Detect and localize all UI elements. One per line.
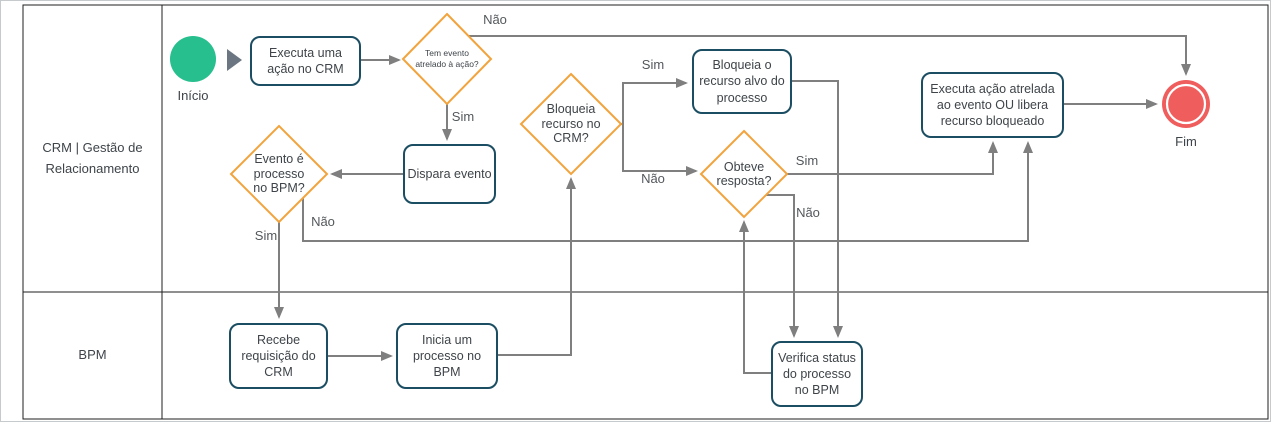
- edge-tem-evento-nao-to-fim: [468, 35, 1191, 76]
- task-bloqueia-alvo: Bloqueia o recurso alvo do processo: [692, 49, 792, 114]
- lane-label-crm: CRM | Gestão de Relacionamento: [42, 140, 143, 176]
- edge-label-evento-processo-nao: Não: [311, 214, 335, 229]
- task-inicia-processo: Inicia um processo no BPM: [396, 323, 498, 389]
- task-executa-atrelada: Executa ação atrelada ao evento OU liber…: [921, 72, 1064, 138]
- edge-label-obteve-sim: Sim: [795, 153, 819, 168]
- gateway-bloqueia-recurso-label: Bloqueia recurso no CRM?: [541, 102, 601, 146]
- edge-obteve-sim-to-executa-atrelada: [787, 141, 998, 175]
- edge-evento-processo-nao-to-executa-atrelada: [302, 141, 1033, 242]
- gateway-obteve-resposta-shape: [699, 129, 789, 219]
- edge-bloqueia-recurso-nao-to-obteve: [621, 123, 698, 176]
- start-event-label: Início: [177, 88, 209, 103]
- edge-bloqueia-recurso-sim-to-bloqueia-alvo: [621, 78, 688, 125]
- play-triangle-icon: [227, 49, 242, 71]
- edge-label-obteve-nao: Não: [796, 205, 820, 220]
- edge-verifica-to-obteve: [739, 220, 771, 374]
- edge-label-bloqueia-recurso-nao: Não: [641, 171, 665, 186]
- edge-obteve-nao-to-verifica: [766, 194, 799, 338]
- gateway-tem-evento-shape: [401, 12, 493, 106]
- task-executa-acao: Executa uma ação no CRM: [250, 36, 361, 86]
- edge-bloqueia-alvo-to-verifica: [791, 80, 843, 338]
- start-event-circle: [170, 36, 216, 82]
- gateway-evento-processo-label: Evento é processo no BPM?: [253, 152, 305, 196]
- edge-label-tem-evento-nao: Não: [483, 12, 507, 27]
- end-event-circle: [1162, 80, 1210, 128]
- task-recebe-requisicao: Recebe requisição do CRM: [229, 323, 328, 389]
- task-dispara-evento: Dispara evento: [403, 144, 496, 204]
- gateway-tem-evento-label: Tem evento atrelado à ação?: [415, 48, 479, 69]
- gateway-evento-processo-shape: [229, 124, 329, 224]
- edge-label-tem-evento-sim: Sim: [451, 109, 475, 124]
- lane-label-bpm: BPM: [78, 346, 107, 362]
- pool-border: [22, 4, 1269, 420]
- gateway-bloqueia-recurso-shape: [519, 72, 623, 176]
- end-event-label: Fim: [1175, 134, 1197, 149]
- edge-inicia-to-bloqueia-recurso: [498, 177, 576, 356]
- task-verifica-status: Verifica status do processo no BPM: [771, 341, 863, 407]
- gateway-obteve-resposta-label: Obteve resposta?: [716, 159, 772, 188]
- end-event-inner-ring: [1165, 83, 1207, 125]
- edge-label-evento-processo-sim: Sim: [254, 228, 278, 243]
- edge-label-bloqueia-recurso-sim: Sim: [641, 57, 665, 72]
